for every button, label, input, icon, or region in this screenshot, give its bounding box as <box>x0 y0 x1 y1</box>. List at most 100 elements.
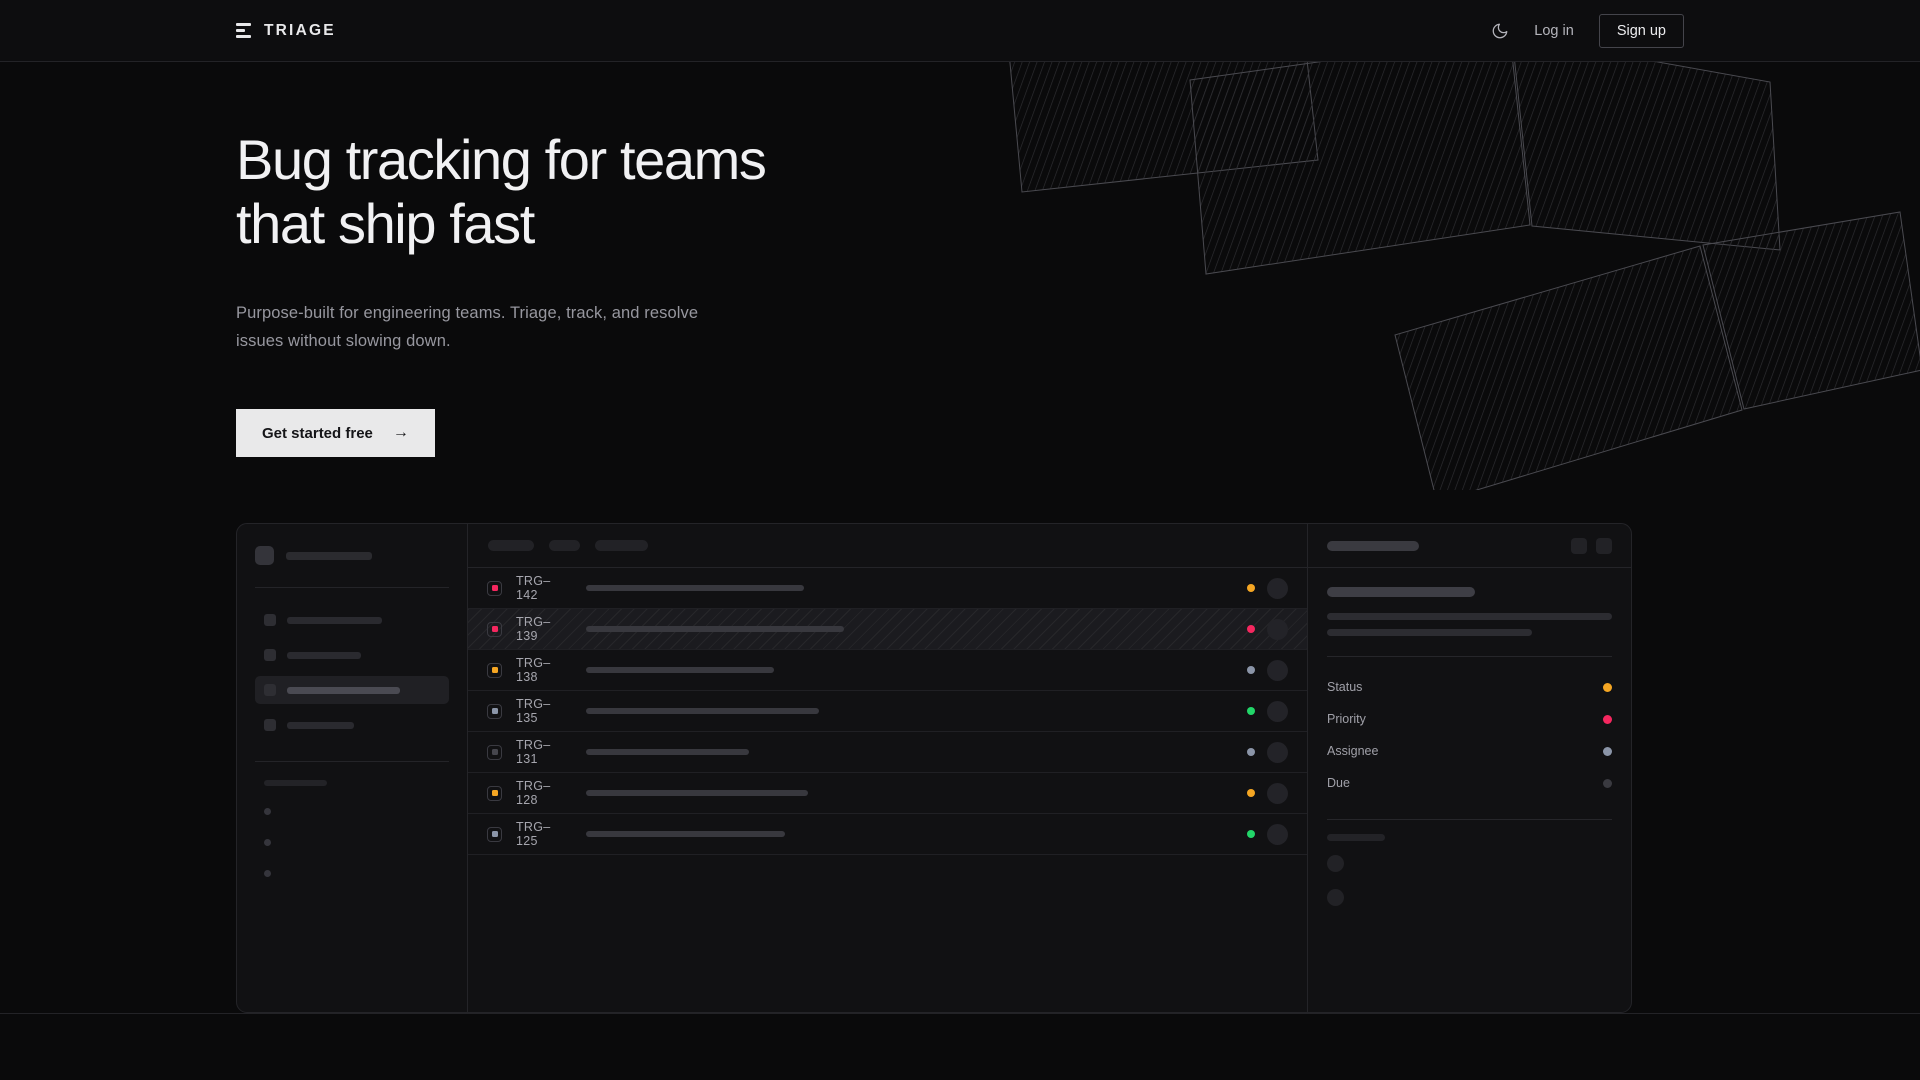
detail-heading-skeleton <box>1327 587 1475 597</box>
issue-list-toolbar <box>468 524 1307 568</box>
arrow-right-icon: → <box>392 424 409 442</box>
detail-meta-row[interactable]: Status <box>1327 671 1612 703</box>
issue-id: TRG–131 <box>516 738 551 766</box>
detail-divider-bottom <box>1327 819 1612 820</box>
avatar[interactable] <box>1267 577 1288 599</box>
status-dot[interactable] <box>1247 789 1255 797</box>
detail-footer-label-skeleton <box>1327 834 1385 841</box>
status-dot[interactable] <box>1247 830 1255 838</box>
sidebar-item-1[interactable] <box>255 641 449 669</box>
toolbar-filter-chip-2[interactable] <box>595 540 648 551</box>
sidebar-sub-item-0[interactable] <box>255 802 449 821</box>
detail-panel-footer <box>1327 834 1612 906</box>
table-row[interactable]: TRG–135 <box>468 691 1307 732</box>
row-meta <box>1247 618 1288 640</box>
detail-meta-value-dot <box>1603 714 1612 724</box>
detail-meta-row[interactable]: Assignee <box>1327 735 1612 767</box>
sidebar-item-0[interactable] <box>255 606 449 634</box>
avatar[interactable] <box>1267 700 1288 722</box>
toolbar-filter-chip-0[interactable] <box>488 540 534 551</box>
row-meta <box>1247 700 1288 722</box>
sidebar-item-icon <box>264 684 276 696</box>
table-row[interactable]: TRG–139 <box>468 609 1307 650</box>
avatar[interactable] <box>1267 659 1288 681</box>
detail-meta-value-dot <box>1603 746 1612 756</box>
sidebar-item-label-skeleton <box>287 721 354 729</box>
signup-button[interactable]: Sign up <box>1598 13 1684 48</box>
detail-footer-avatar-1 <box>1327 855 1344 872</box>
issue-id: TRG–135 <box>516 697 551 725</box>
avatar[interactable] <box>1267 823 1288 845</box>
issue-title-skeleton <box>586 626 844 632</box>
table-row[interactable]: TRG–128 <box>468 773 1307 814</box>
hero-subheading: Purpose-built for engineering teams. Tri… <box>236 303 699 351</box>
priority-indicator[interactable] <box>487 621 502 637</box>
sidebar-sub-item-2[interactable] <box>255 864 449 883</box>
sidebar-sub-item-1[interactable] <box>255 833 449 852</box>
priority-indicator[interactable] <box>487 785 502 801</box>
table-row[interactable]: TRG–142 <box>468 568 1307 609</box>
row-meta <box>1247 741 1288 763</box>
detail-meta-label: Status <box>1327 680 1363 694</box>
status-dot[interactable] <box>1247 707 1255 715</box>
table-row[interactable]: TRG–131 <box>468 732 1307 773</box>
workspace-avatar <box>255 546 274 565</box>
sidebar-item-3[interactable] <box>255 711 449 739</box>
status-dot[interactable] <box>1247 666 1255 674</box>
sidebar-item-label-skeleton <box>287 651 361 659</box>
sidebar-workspace-header[interactable] <box>255 546 449 565</box>
sidebar-item-icon <box>264 719 276 731</box>
avatar[interactable] <box>1267 782 1288 804</box>
issue-title-skeleton <box>586 749 749 755</box>
cta-label: Get started free <box>262 424 373 442</box>
issue-title-skeleton <box>586 790 808 796</box>
get-started-button[interactable]: Get started free → <box>236 409 435 458</box>
table-row[interactable]: TRG–125 <box>468 814 1307 855</box>
moon-icon[interactable] <box>1491 22 1509 40</box>
avatar[interactable] <box>1267 741 1288 763</box>
mockup-sidebar <box>237 524 468 1012</box>
priority-indicator[interactable] <box>487 703 502 719</box>
sidebar-sub-item-dot <box>264 870 271 877</box>
detail-meta-label: Assignee <box>1327 744 1379 758</box>
priority-indicator[interactable] <box>487 826 502 842</box>
detail-meta-row[interactable]: Due <box>1327 767 1612 799</box>
detail-title-skeleton <box>1327 540 1419 551</box>
brand-name: TRIAGE <box>264 21 336 39</box>
detail-meta-label: Priority <box>1327 712 1366 726</box>
page-title: Bug tracking for teams that ship fast <box>236 128 936 256</box>
issue-id: TRG–142 <box>516 574 551 602</box>
table-row[interactable]: TRG–138 <box>468 650 1307 691</box>
issue-id: TRG–139 <box>516 615 551 643</box>
priority-indicator[interactable] <box>487 744 502 760</box>
brand-logo[interactable]: TRIAGE <box>236 22 336 40</box>
detail-meta-row[interactable]: Priority <box>1327 703 1612 735</box>
sidebar-item-2[interactable] <box>255 676 449 704</box>
row-meta <box>1247 823 1288 845</box>
status-dot[interactable] <box>1247 584 1255 592</box>
row-meta <box>1247 782 1288 804</box>
sidebar-section-label-skeleton <box>264 780 327 786</box>
detail-header-actions <box>1571 537 1612 554</box>
detail-meta-label: Due <box>1327 776 1350 790</box>
issue-title-skeleton <box>586 708 819 714</box>
priority-indicator[interactable] <box>487 662 502 678</box>
toolbar-filter-chip-1[interactable] <box>549 540 580 551</box>
priority-indicator[interactable] <box>487 580 502 596</box>
sidebar-item-icon <box>264 614 276 626</box>
issue-id: TRG–125 <box>516 820 551 848</box>
login-link[interactable]: Log in <box>1534 22 1574 39</box>
sidebar-sub-item-dot <box>264 808 271 815</box>
status-dot[interactable] <box>1247 748 1255 756</box>
sidebar-divider-top <box>255 587 449 588</box>
detail-footer-avatar-2 <box>1327 889 1344 906</box>
detail-action-2-button[interactable] <box>1596 537 1612 554</box>
status-dot[interactable] <box>1247 625 1255 633</box>
detail-action-1-button[interactable] <box>1571 537 1587 554</box>
avatar[interactable] <box>1267 618 1288 640</box>
detail-divider-top <box>1327 656 1612 657</box>
